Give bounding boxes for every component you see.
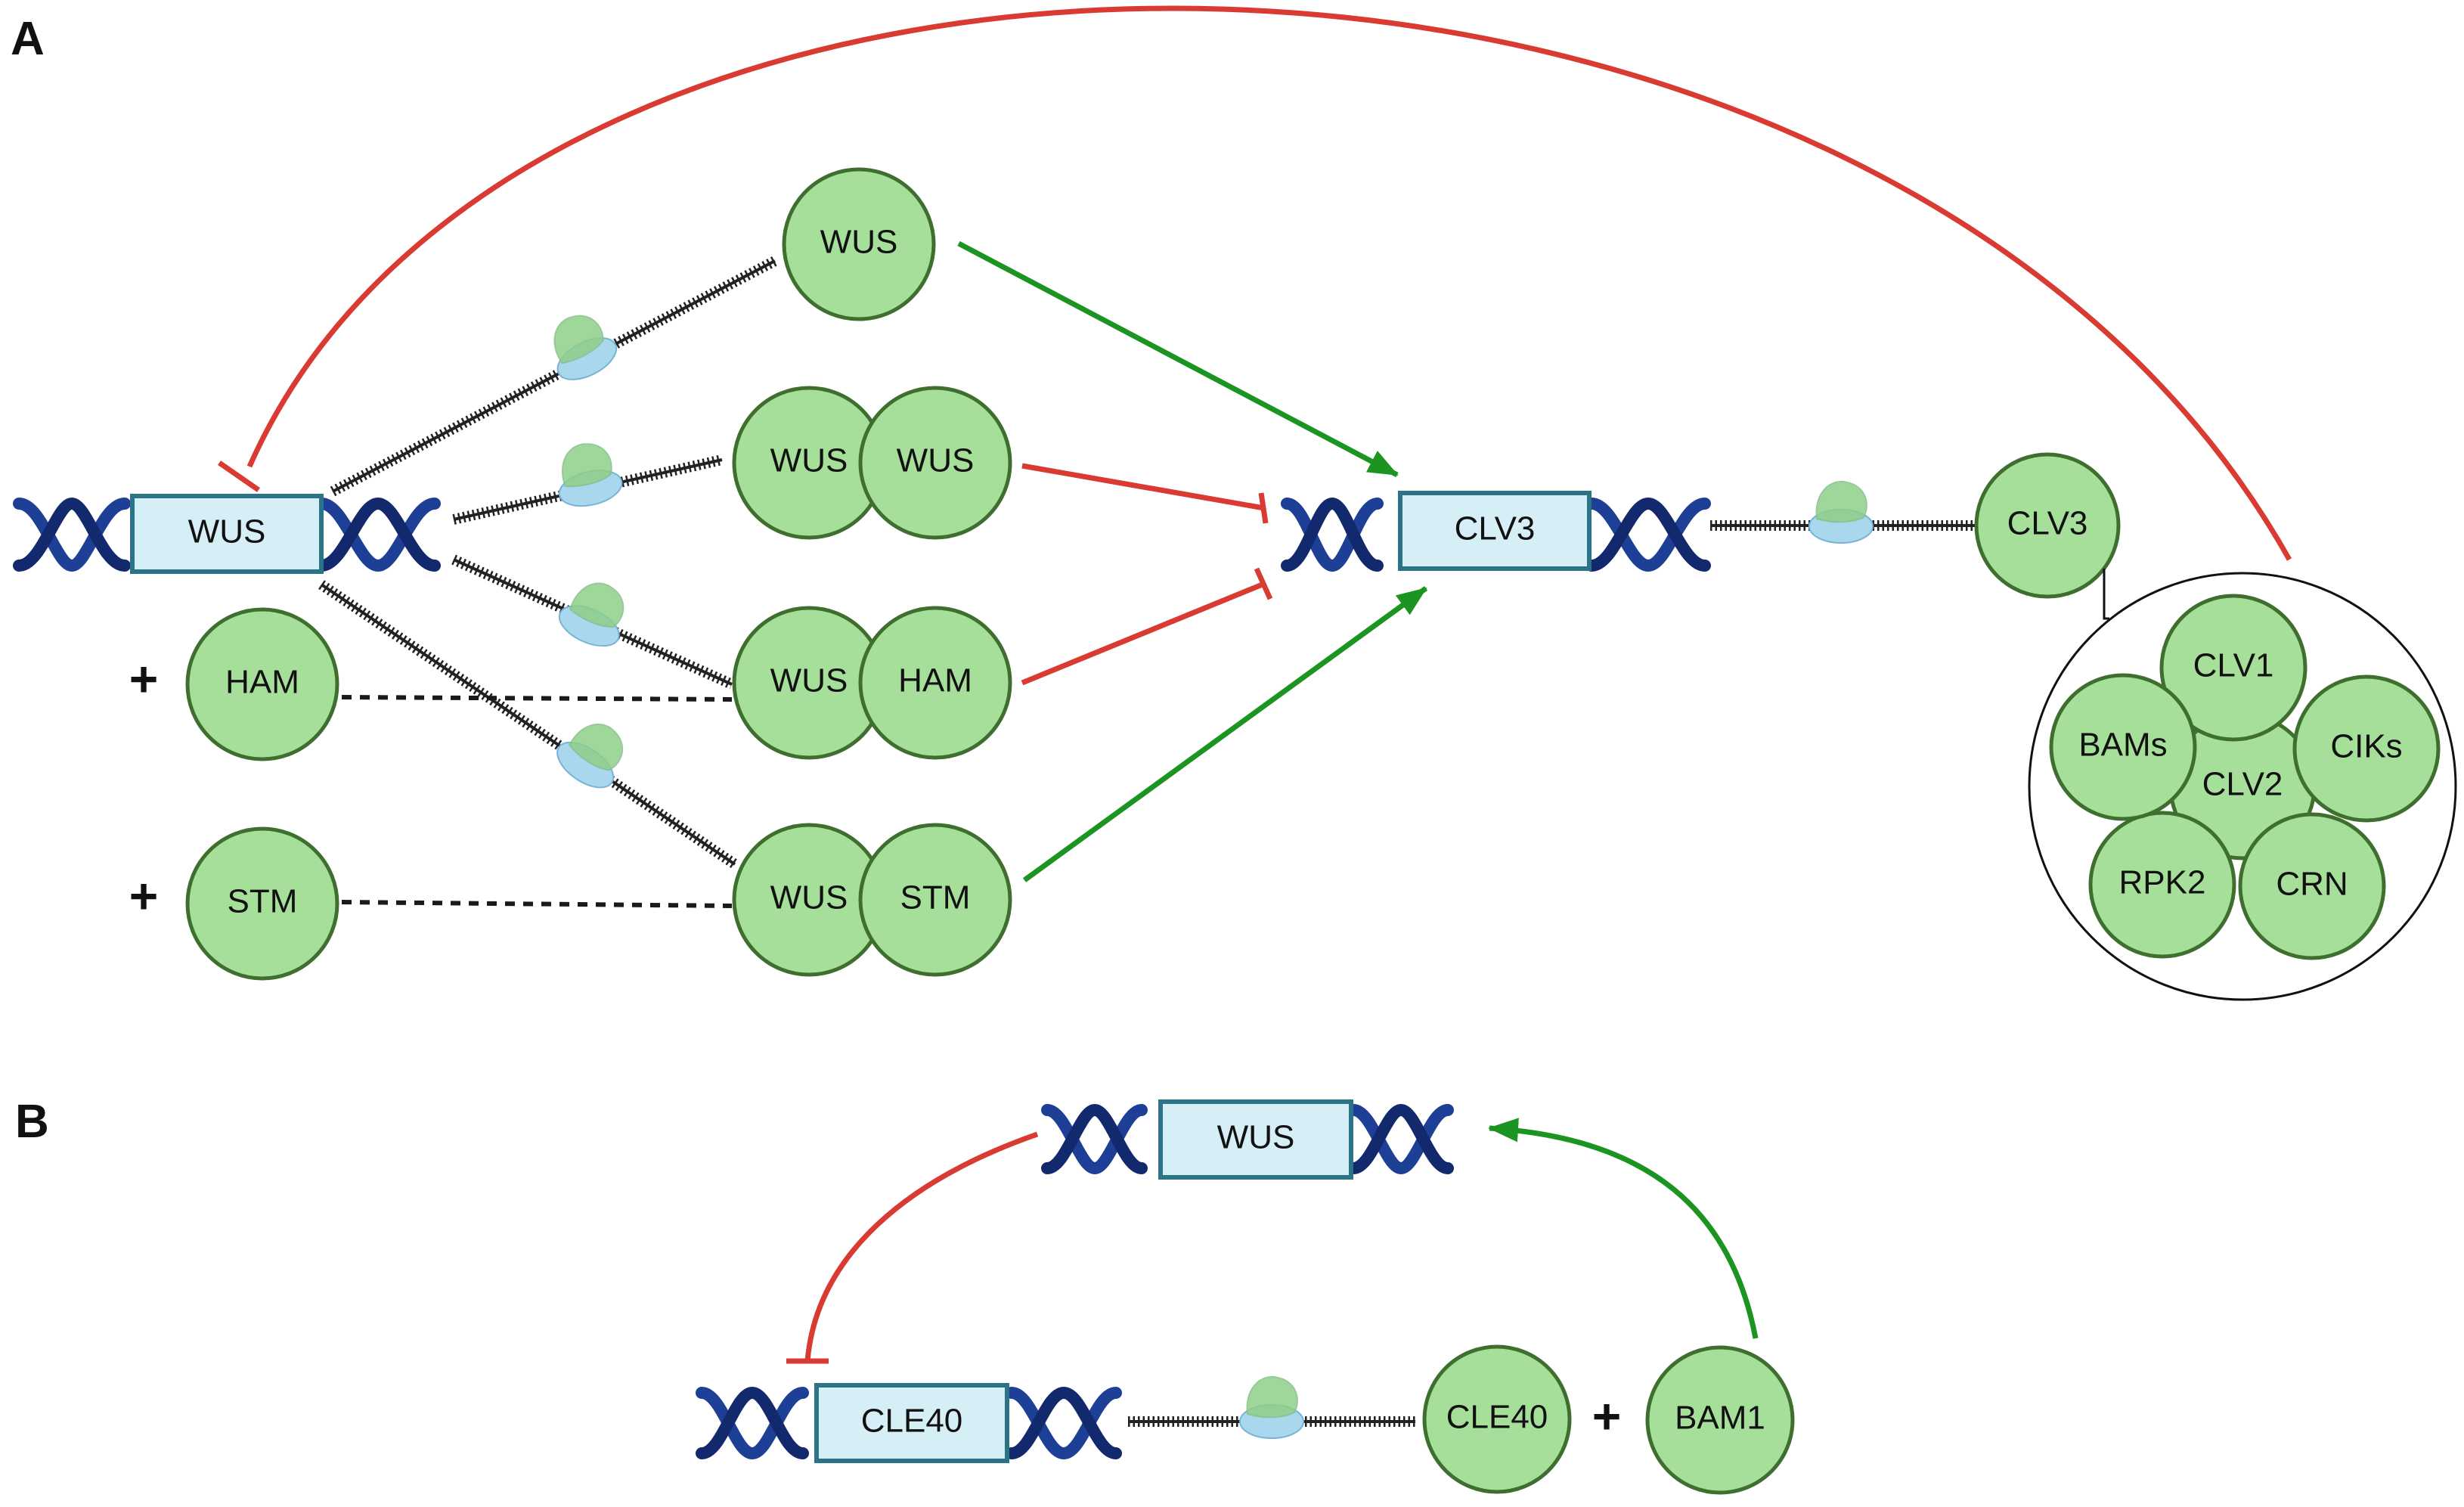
cle40-gene-label: CLE40 — [861, 1403, 963, 1440]
inhibition-arc-wus-to-cle40 — [804, 1131, 1039, 1362]
receptor-clv1: CLV1 — [2159, 594, 2307, 742]
receptor-crn: CRN — [2238, 812, 2386, 960]
ham-protein: HAM — [185, 607, 339, 761]
svg-text:WUS: WUS — [770, 442, 848, 479]
svg-text:STM: STM — [900, 879, 971, 916]
wus-gene-dna-a: WUS — [13, 494, 441, 574]
ribosome-icon — [1239, 1375, 1304, 1439]
plus-sign-ham: + — [129, 650, 159, 706]
wus-gene-dna-b: WUS — [1041, 1099, 1454, 1180]
plus-sign-stm: + — [129, 867, 159, 923]
svg-text:HAM: HAM — [225, 664, 299, 701]
svg-text:BAMs: BAMs — [2078, 727, 2167, 764]
activation-arrow-wus-stm-to-clv3 — [1022, 586, 1428, 882]
stm-binding-line — [341, 900, 733, 908]
ribosome-icon — [558, 582, 625, 647]
cle40-gene-dna: CLE40 — [696, 1383, 1122, 1463]
inhibition-bar — [1258, 492, 1269, 524]
receptor-complex: CLV2 CLV1 CIKs RPK2 CRN BAMs — [2028, 572, 2457, 1001]
clv3-gene-box — [1398, 491, 1592, 571]
wus-gene-box — [130, 494, 324, 574]
ham-binding-line — [341, 695, 733, 702]
activation-arrow-wus-to-clv3 — [957, 240, 1399, 478]
clv3-receptor-connector — [2103, 569, 2109, 620]
bam1-protein: BAM1 — [1645, 1345, 1795, 1495]
svg-text:WUS: WUS — [897, 442, 975, 479]
svg-text:HAM: HAM — [898, 662, 972, 699]
svg-text:WUS: WUS — [770, 662, 848, 699]
wus-gene-box-b — [1158, 1099, 1353, 1180]
inhibition-arrow-wus-ham-to-clv3 — [1021, 581, 1266, 686]
activation-arc-bam1-to-wus — [1488, 1118, 1759, 1339]
inhibition-bar-wus — [218, 460, 260, 492]
stm-protein: STM — [185, 826, 339, 981]
ribosome-icon — [553, 315, 618, 380]
svg-text:BAM1: BAM1 — [1675, 1400, 1765, 1437]
ribosome-icon — [556, 723, 624, 789]
svg-text:CLV3: CLV3 — [2007, 505, 2088, 542]
inhibition-bar — [1254, 567, 1273, 600]
wus-stm-dimer-protein: WUS STM — [732, 823, 1012, 977]
inhibition-arrow-wus-wus-to-clv3 — [1021, 463, 1265, 511]
cle40-peptide-protein: CLE40 — [1422, 1344, 1572, 1494]
svg-text:CRN: CRN — [2276, 866, 2348, 903]
wus-gene-label-b: WUS — [1217, 1119, 1295, 1156]
clv3-gene-dna: CLV3 — [1281, 491, 1711, 572]
svg-text:WUS: WUS — [770, 879, 848, 916]
wus-ham-dimer-protein: WUS HAM — [732, 606, 1012, 760]
svg-text:RPK2: RPK2 — [2119, 864, 2206, 901]
svg-text:CLV1: CLV1 — [2193, 647, 2274, 684]
ribosome-icon — [558, 443, 623, 507]
wus-monomer-protein: WUS — [782, 167, 936, 321]
ribosome-icon — [1808, 480, 1874, 544]
svg-text:WUS: WUS — [820, 224, 898, 261]
svg-text:STM: STM — [228, 883, 298, 920]
panel-label-a: A — [11, 13, 45, 65]
plus-sign-bam1: + — [1592, 1388, 1622, 1443]
wus-gene-label: WUS — [188, 513, 266, 550]
clv3-peptide-protein: CLV3 — [1974, 452, 2121, 599]
svg-text:CLE40: CLE40 — [1446, 1399, 1548, 1436]
clv3-gene-label: CLV3 — [1455, 510, 1536, 547]
inhibition-arc-receptor-to-wus — [246, 5, 2292, 561]
wus-wus-dimer-protein: WUS WUS — [732, 386, 1012, 540]
cle40-gene-box — [814, 1383, 1009, 1463]
panel-label-b: B — [15, 1096, 49, 1148]
receptor-rpk2: RPK2 — [2088, 811, 2236, 959]
svg-text:CLV2: CLV2 — [2202, 766, 2283, 803]
receptor-bams: BAMs — [2049, 673, 2197, 821]
svg-text:CIKs: CIKs — [2330, 728, 2402, 765]
receptor-ciks: CIKs — [2292, 674, 2441, 823]
